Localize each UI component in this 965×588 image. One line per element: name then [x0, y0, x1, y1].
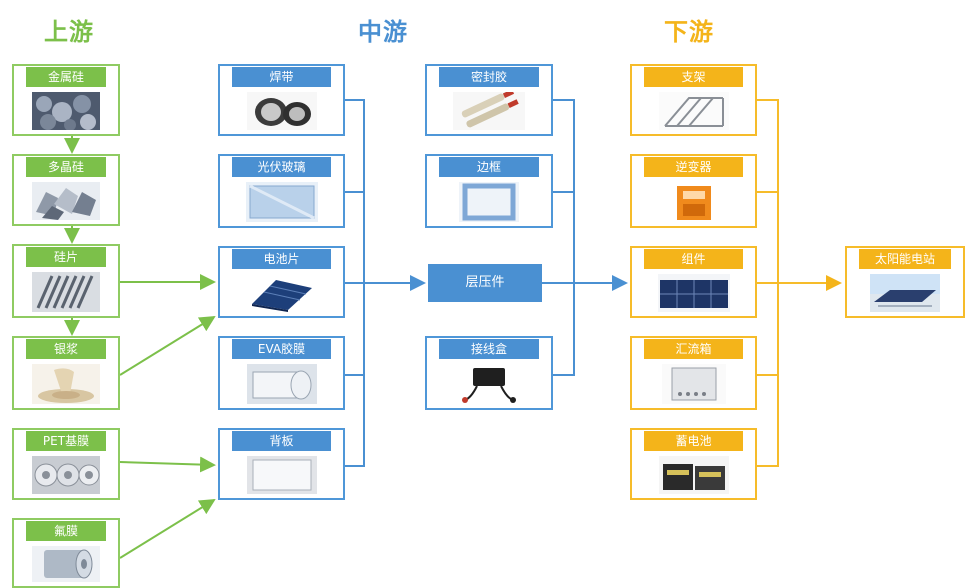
- node-junction-box: 接线盒: [425, 336, 553, 410]
- node-label: 密封胶: [439, 67, 539, 87]
- node-metallic-silicon: 金属硅: [12, 64, 120, 136]
- node-label: 氟膜: [26, 521, 106, 541]
- node-frame: 边框: [425, 154, 553, 228]
- polysilicon-chunks-icon: [32, 182, 100, 220]
- eva-film-icon: [246, 364, 317, 404]
- silicon-wafers-icon: [32, 272, 100, 312]
- pet-film-rolls-icon: [32, 456, 100, 494]
- node-battery: 蓄电池: [630, 428, 757, 500]
- node-solder-ribbon: 焊带: [218, 64, 345, 136]
- node-silver-paste: 银浆: [12, 336, 120, 410]
- node-sealant: 密封胶: [425, 64, 553, 136]
- node-label: 电池片: [232, 249, 331, 269]
- backsheet-icon: [246, 456, 317, 494]
- node-label: 背板: [232, 431, 331, 451]
- node-bracket: 支架: [630, 64, 757, 136]
- node-label: EVA胶膜: [232, 339, 331, 359]
- node-label: 逆变器: [644, 157, 743, 177]
- node-label: 多晶硅: [26, 157, 106, 177]
- node-label: 接线盒: [439, 339, 539, 359]
- stage-title-midstream: 中游: [358, 18, 408, 46]
- solder-ribbon-spool-icon: [246, 92, 317, 130]
- node-label: 边框: [439, 157, 539, 177]
- silver-paste-icon: [32, 364, 100, 404]
- storage-battery-icon: [658, 456, 729, 494]
- node-fluoro-film: 氟膜: [12, 518, 120, 588]
- solar-cell-icon: [251, 280, 312, 312]
- node-label: 焊带: [232, 67, 331, 87]
- node-inverter: 逆变器: [630, 154, 757, 228]
- mounting-bracket-icon: [658, 92, 729, 130]
- silicon-lumps-icon: [32, 92, 100, 130]
- node-label: PET基膜: [26, 431, 106, 451]
- inverter-icon: [676, 186, 711, 220]
- node-label: 硅片: [26, 247, 106, 267]
- node-polysilicon: 多晶硅: [12, 154, 120, 226]
- node-combiner-box: 汇流箱: [630, 336, 757, 410]
- laminate-box: 层压件: [428, 264, 542, 302]
- node-solar-power-station: 太阳能电站: [845, 246, 965, 318]
- node-label: 光伏玻璃: [232, 157, 331, 177]
- node-solar-cell: 电池片: [218, 246, 345, 318]
- node-silicon-wafer: 硅片: [12, 244, 120, 318]
- stage-title-upstream: 上游: [44, 18, 94, 46]
- node-pet-film: PET基膜: [12, 428, 120, 500]
- node-label: 汇流箱: [644, 339, 743, 359]
- node-label: 蓄电池: [644, 431, 743, 451]
- junction-box-icon: [462, 368, 516, 403]
- node-label: 金属硅: [26, 67, 106, 87]
- node-module: 组件: [630, 246, 757, 318]
- aluminum-frame-icon: [459, 182, 519, 222]
- node-label: 组件: [644, 249, 743, 269]
- combiner-box-icon: [661, 364, 726, 404]
- pv-module-icon: [657, 274, 730, 312]
- fluoro-film-roll-icon: [32, 546, 100, 582]
- solar-power-station-icon: [870, 274, 940, 312]
- node-backsheet: 背板: [218, 428, 345, 500]
- node-label: 支架: [644, 67, 743, 87]
- node-pv-glass: 光伏玻璃: [218, 154, 345, 228]
- node-eva-film: EVA胶膜: [218, 336, 345, 410]
- sealant-tubes-icon: [453, 92, 525, 130]
- pv-glass-icon: [245, 182, 318, 222]
- node-label: 太阳能电站: [859, 249, 951, 269]
- stage-title-downstream: 下游: [664, 18, 714, 46]
- node-label: 银浆: [26, 339, 106, 359]
